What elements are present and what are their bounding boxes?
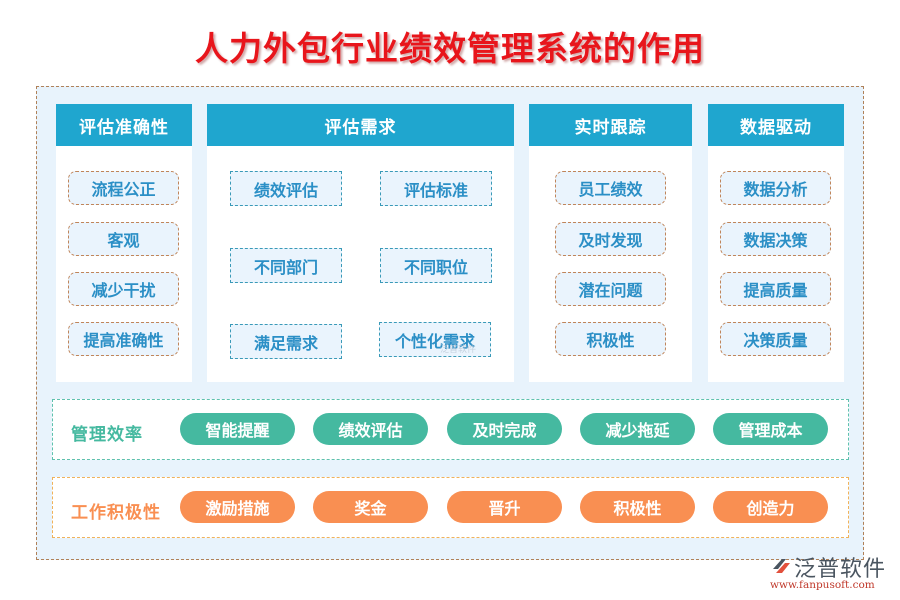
fanpu-logo-icon bbox=[773, 559, 790, 573]
band-label: 工作积极性 bbox=[71, 503, 161, 523]
column-header: 数据驱动 bbox=[708, 104, 844, 146]
chip: 减少拖延 bbox=[580, 413, 695, 445]
item-box: 个性化需求 bbox=[379, 322, 491, 357]
item-box: 流程公正 bbox=[68, 171, 179, 205]
column-header: 评估需求 bbox=[207, 104, 514, 146]
band-work-enthusiasm: 工作积极性 激励措施 奖金 晋升 积极性 创造力 bbox=[52, 477, 849, 538]
chip: 管理成本 bbox=[713, 413, 828, 445]
item-box: 满足需求 bbox=[230, 324, 342, 359]
chip: 积极性 bbox=[580, 491, 695, 523]
band-management-efficiency: 管理效率 智能提醒 绩效评估 及时完成 减少拖延 管理成本 bbox=[52, 399, 849, 460]
item-box: 减少干扰 bbox=[68, 272, 179, 306]
item-box: 潜在问题 bbox=[555, 272, 666, 306]
chip: 创造力 bbox=[713, 491, 828, 523]
chip: 奖金 bbox=[313, 491, 428, 523]
item-box: 不同职位 bbox=[380, 248, 492, 283]
band-label: 管理效率 bbox=[71, 425, 143, 445]
logo-url: www.fanpusoft.com bbox=[770, 579, 875, 591]
item-box: 及时发现 bbox=[555, 222, 666, 256]
watermark: 泛普软件 bbox=[440, 345, 477, 355]
column-evaluation-needs: 评估需求 绩效评估 评估标准 不同部门 不同职位 满足需求 个性化需求 bbox=[207, 104, 514, 382]
chip: 绩效评估 bbox=[313, 413, 428, 445]
chip: 及时完成 bbox=[447, 413, 562, 445]
item-box: 决策质量 bbox=[720, 322, 831, 356]
item-box: 提高质量 bbox=[720, 272, 831, 306]
item-box: 数据分析 bbox=[720, 171, 831, 205]
item-box: 积极性 bbox=[555, 322, 666, 356]
item-box: 提高准确性 bbox=[68, 322, 179, 356]
chip: 晋升 bbox=[447, 491, 562, 523]
column-header: 实时跟踪 bbox=[529, 104, 692, 146]
column-header: 评估准确性 bbox=[56, 104, 192, 146]
column-evaluation-accuracy: 评估准确性 流程公正 客观 减少干扰 提高准确性 bbox=[56, 104, 192, 382]
column-realtime-tracking: 实时跟踪 员工绩效 及时发现 潜在问题 积极性 bbox=[529, 104, 692, 382]
item-box: 客观 bbox=[68, 222, 179, 256]
item-box: 员工绩效 bbox=[555, 171, 666, 205]
column-data-driven: 数据驱动 数据分析 数据决策 提高质量 决策质量 bbox=[708, 104, 844, 382]
fanpu-logo: 泛普软件 www.fanpusoft.com bbox=[770, 553, 895, 598]
item-box: 不同部门 bbox=[230, 248, 342, 283]
item-box: 评估标准 bbox=[380, 171, 492, 206]
chip: 激励措施 bbox=[180, 491, 295, 523]
page-title: 人力外包行业绩效管理系统的作用 bbox=[195, 29, 705, 68]
chip: 智能提醒 bbox=[180, 413, 295, 445]
item-box: 数据决策 bbox=[720, 222, 831, 256]
item-box: 绩效评估 bbox=[230, 171, 342, 206]
logo-name: 泛普软件 bbox=[794, 557, 887, 582]
